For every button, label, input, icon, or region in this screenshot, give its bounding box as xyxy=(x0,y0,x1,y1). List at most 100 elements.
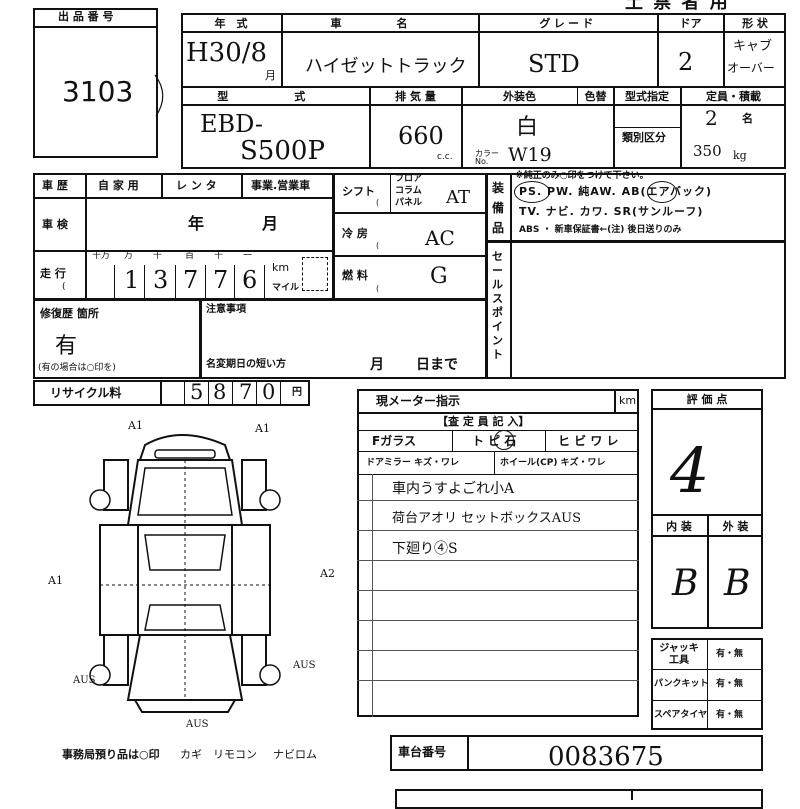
color-no-value: W19 xyxy=(508,144,552,166)
recycle-digit-4: 0 xyxy=(262,380,276,404)
color-no-label: カラー No. xyxy=(475,149,499,166)
repair-label: 修復歴 箇所 xyxy=(40,307,99,320)
name-change-day: 日まで xyxy=(416,357,458,373)
assessor-comment-3: 下廻り④S xyxy=(392,541,458,557)
damage-mark-left-side: A1 xyxy=(48,574,63,587)
lot-number: 3103 xyxy=(62,75,134,108)
shift-option-column[interactable]: コラム xyxy=(395,186,422,196)
shift-option-floor[interactable]: フロア xyxy=(395,174,423,184)
fuel-value: G xyxy=(430,264,448,289)
damage-mark-rear: AUS xyxy=(186,719,209,730)
exterior-label: 外 装 xyxy=(722,519,749,533)
month-suffix: 月 xyxy=(265,69,276,82)
right-title: 土 禁 者 用 xyxy=(625,0,730,13)
history-option-rental[interactable]: レ ン タ xyxy=(176,179,217,192)
mileage-digit-label-1: 万 xyxy=(124,251,134,261)
repair-note: (有の場合は○印を) xyxy=(38,363,116,373)
mileage-mile-checkbox[interactable] xyxy=(302,257,328,291)
mileage-digit-4: 7 xyxy=(213,266,229,294)
notes-label: 注意事項 xyxy=(206,304,246,315)
inspection-month: 月 xyxy=(262,214,279,233)
year-value: H30/8 xyxy=(186,38,268,68)
history-option-commercial[interactable]: 事業.営業車 xyxy=(251,179,311,192)
displacement-value: 660 xyxy=(398,122,444,150)
office-note: 事務局預り品は○印 xyxy=(62,748,160,761)
recycle-digit-3: 7 xyxy=(239,380,253,404)
assessor-comment-1: 車内うすよごれ小A xyxy=(392,481,515,497)
doors-value: 2 xyxy=(678,48,694,76)
recycle-box xyxy=(33,380,310,406)
category-label: 類別区分 xyxy=(622,131,666,144)
assessor-comment-2: 荷台アオリ セットボックスAUS xyxy=(392,511,581,526)
meter-unit: km xyxy=(619,394,637,407)
history-label: 車 歴 xyxy=(42,179,68,192)
equipment-label: 装備品 xyxy=(492,181,505,235)
shift-label: シフト xyxy=(342,185,375,198)
chassis-label: 車台番号 xyxy=(398,745,447,759)
shift-value: AT xyxy=(446,187,471,208)
footer-item-navirom[interactable]: ナビロム xyxy=(273,748,317,761)
ac-value: AC xyxy=(425,226,455,250)
shape-label: 形 状 xyxy=(742,16,768,30)
model-label: 型 式 xyxy=(217,89,333,103)
damage-mark-rear-left: AUS xyxy=(73,675,96,686)
grade-score: 4 xyxy=(670,434,710,507)
history-option-private[interactable]: 自 家 用 xyxy=(98,179,139,192)
displacement-unit: c.c. xyxy=(437,152,453,162)
puncture-label: パンクキット xyxy=(654,679,709,689)
capacity-value: 2 xyxy=(705,106,718,130)
fuel-label: 燃 料 xyxy=(342,269,368,282)
car-diagram xyxy=(89,434,281,713)
ab-circle xyxy=(647,181,677,203)
spare-label: スペアタイヤ xyxy=(654,710,708,720)
exterior-color-value: 白 xyxy=(516,115,539,140)
jack-yes-no[interactable]: 有・無 xyxy=(716,649,744,659)
sale-point-label: セールスポイント xyxy=(492,250,503,361)
chassis-box xyxy=(390,735,763,771)
spare-yes-no[interactable]: 有・無 xyxy=(716,710,744,720)
jack-label: ジャッキ工具 xyxy=(659,643,699,666)
shift-option-panel[interactable]: パネル xyxy=(395,198,423,208)
name-value: ハイゼットトラック xyxy=(305,56,467,77)
name-change-month: 月 xyxy=(370,357,384,373)
puncture-yes-no[interactable]: 有・無 xyxy=(716,679,744,689)
damage-mark-rear-right: AUS xyxy=(293,660,316,671)
lot-number-label: 出 品 番 号 xyxy=(58,10,114,23)
grade-label: 評 価 点 xyxy=(686,392,728,406)
year-label: 年 式 xyxy=(214,16,248,30)
equipment-line-2[interactable]: TV. ナビ. カワ. SR(サンルーフ) xyxy=(519,205,704,218)
exterior-color-label: 外装色 xyxy=(503,89,536,103)
load-unit: kg xyxy=(733,149,747,162)
glass-chip-circle xyxy=(494,430,514,450)
damage-mark-front-right: A1 xyxy=(255,422,270,435)
damage-mark-right-side: A2 xyxy=(320,567,335,580)
mileage-unit-km: km xyxy=(272,261,290,274)
mileage-digit-label-0: 十万 xyxy=(92,251,111,261)
grade-label: グレード xyxy=(539,16,597,30)
displacement-label: 排 気 量 xyxy=(395,89,436,103)
footer-item-remote[interactable]: リモコン xyxy=(213,748,257,761)
name-change-label: 名変期日の短い方 xyxy=(206,359,286,370)
mileage-digit-label-5: 一 xyxy=(243,251,253,261)
inspection-label: 車 検 xyxy=(42,218,68,231)
equipment-line-1[interactable]: PS. PW. 純AW. AB(エアバック) xyxy=(519,185,713,198)
damage-mark-front-left: A1 xyxy=(128,419,143,432)
footer-item-key[interactable]: カギ xyxy=(180,748,202,761)
glass-option-crack[interactable]: ヒ ビ ワ レ xyxy=(558,434,619,448)
capacity-label: 定員・積載 xyxy=(706,89,761,103)
mileage-digit-1: 1 xyxy=(124,266,140,294)
chassis-value: 0083675 xyxy=(548,742,664,772)
recycle-label: リサイクル料 xyxy=(50,386,122,400)
doors-label: ドア xyxy=(679,16,702,30)
ac-label: 冷 房 xyxy=(342,227,368,240)
mileage-digit-3: 7 xyxy=(183,266,199,294)
capacity-unit: 名 xyxy=(742,112,753,125)
bottom-box xyxy=(395,789,763,809)
interior-value: B xyxy=(672,563,699,604)
equipment-line-3[interactable]: ABS ・ 新車保証書←(注) 後日送りのみ xyxy=(519,225,682,235)
wheel-label: ホイール(CP) キズ・ワレ xyxy=(500,458,606,468)
mileage-unit-mile: マイル xyxy=(272,283,300,293)
sale-point-box xyxy=(486,241,786,379)
mileage-digit-label-2: 千 xyxy=(153,251,163,261)
bracket-mark xyxy=(154,74,164,117)
